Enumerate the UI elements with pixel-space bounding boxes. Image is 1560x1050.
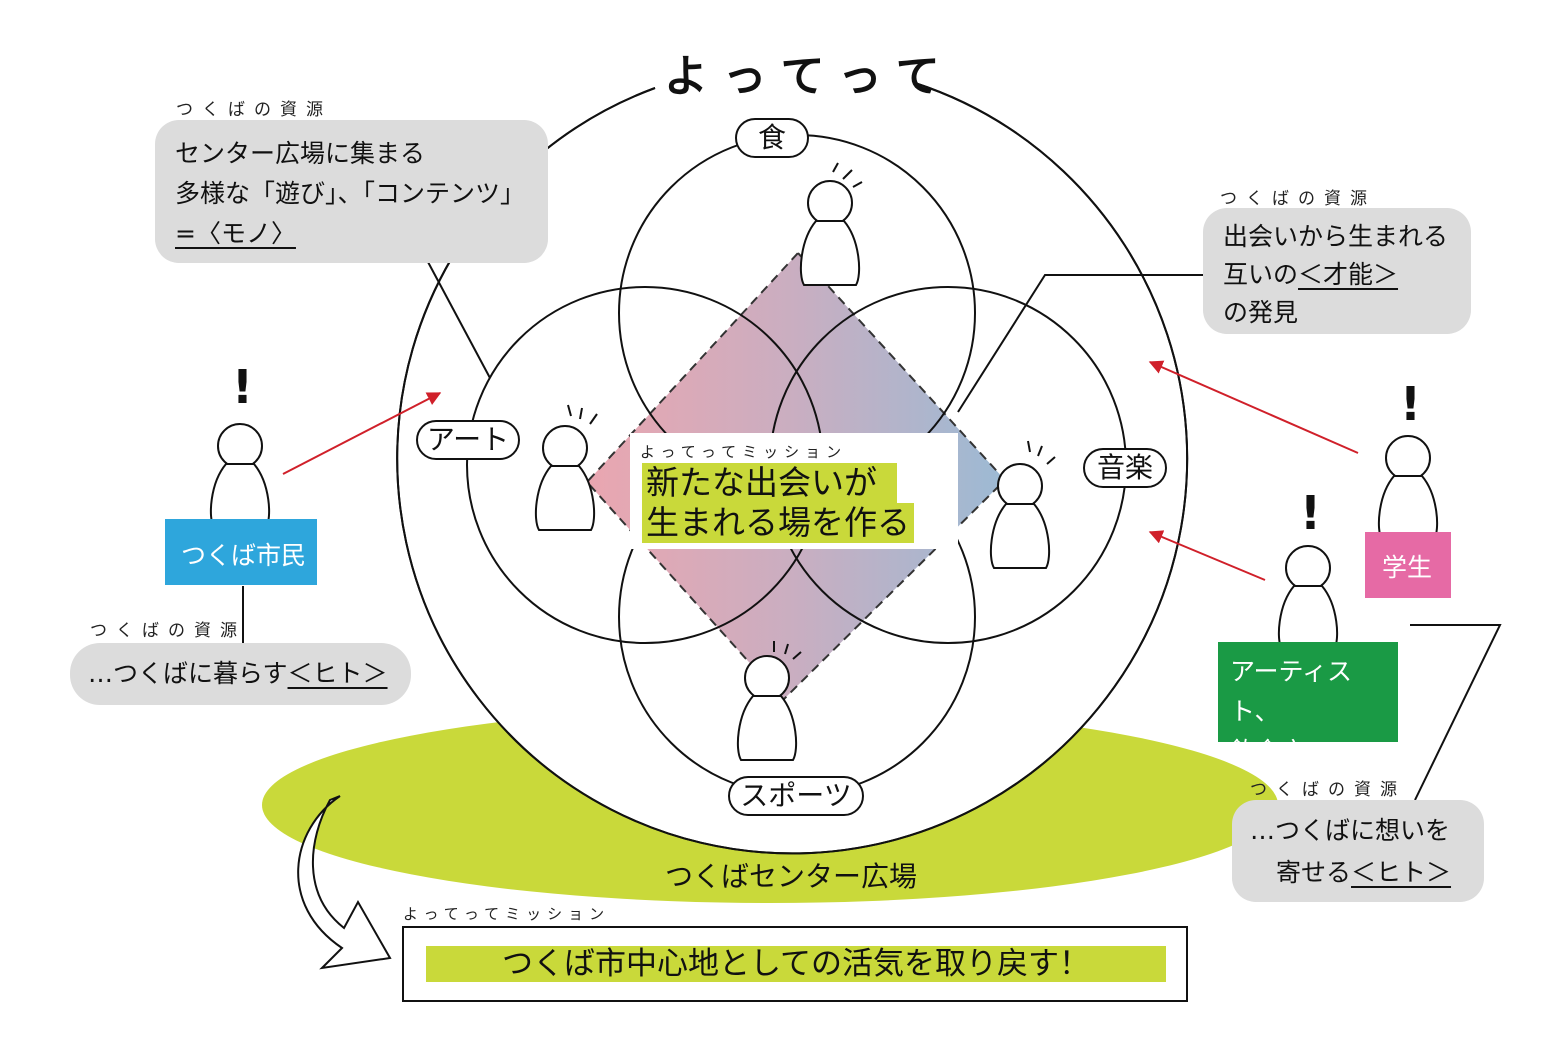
resource-label-things: つくばの資源	[176, 100, 332, 120]
bubble-artist-people: …つくばに想いを 寄せる＜ヒト＞	[1232, 800, 1484, 902]
tag-student-label: 学生	[1382, 553, 1433, 582]
talent-line3: の発見	[1223, 298, 1299, 327]
things-line2: 多様な「遊び」、「コンテンツ」	[175, 179, 526, 208]
tag-student: 学生	[1365, 532, 1451, 598]
mission-bottom-box: つくば市中心地としての活気を取り戻す！	[402, 926, 1188, 1002]
resource-label-citizen: つくばの資源	[90, 621, 246, 641]
mission-center-box: よってってミッション 新たな出会いが 生まれる場を作る	[630, 433, 958, 549]
tag-citizen-label: つくば市民	[181, 541, 307, 570]
excitement-marks	[567, 162, 1056, 660]
label-sports: スポーツ	[728, 776, 864, 816]
curved-arrow	[297, 795, 392, 970]
exclamation-citizen: !	[232, 360, 253, 414]
tag-citizen: つくば市民	[165, 519, 317, 585]
talent-keyword: ＜才能＞	[1298, 260, 1399, 289]
bubble-things: センター広場に集まる 多様な「遊び」、「コンテンツ」 =〈モノ〉	[155, 120, 548, 263]
plaza-label: つくばセンター広場	[665, 860, 918, 893]
mission-center-small: よってってミッション	[640, 443, 848, 461]
person-food	[799, 180, 861, 286]
label-music: 音楽	[1083, 448, 1167, 488]
exclamation-student: !	[1400, 377, 1421, 431]
arrow-citizen	[282, 392, 442, 475]
artist-people-line1: …つくばに想いを	[1250, 816, 1451, 845]
things-line3: =〈モノ〉	[175, 219, 296, 248]
person-artist	[1277, 545, 1339, 651]
artist-people-keyword: ＜ヒト＞	[1351, 858, 1452, 887]
bubble-talent: 出会いから生まれる 互いの＜才能＞ の発見	[1203, 208, 1471, 334]
person-student	[1377, 435, 1439, 541]
person-art	[534, 425, 596, 531]
exclamation-artist: !	[1300, 486, 1321, 540]
arrow-student	[1148, 360, 1359, 454]
connector-artist	[1410, 624, 1502, 801]
tag-artist: アーティスト、 飲食店	[1218, 642, 1398, 766]
resource-label-talent: つくばの資源	[1220, 189, 1376, 209]
citizen-people-keyword: ＜ヒト＞	[287, 659, 388, 688]
label-art: アート	[416, 420, 520, 460]
connector-talent	[957, 274, 1203, 413]
bubble-citizen-people: …つくばに暮らす＜ヒト＞	[70, 643, 411, 705]
mission-bottom-small: よってってミッション	[403, 905, 611, 923]
label-food: 食	[735, 118, 809, 158]
mission-center-line2: 生まれる場を作る	[642, 503, 914, 543]
talent-line2-prefix: 互いの	[1223, 260, 1299, 289]
artist-people-line2: 寄せる＜ヒト＞	[1250, 852, 1466, 894]
mission-bottom-text: つくば市中心地としての活気を取り戻す！	[426, 946, 1166, 982]
person-citizen	[209, 423, 271, 529]
citizen-people-prefix: …つくばに暮らす	[88, 659, 288, 688]
talent-line1: 出会いから生まれる	[1223, 222, 1449, 251]
artist-people-prefix: 寄せる	[1276, 858, 1352, 887]
resource-label-artist: つくばの資源	[1250, 780, 1406, 800]
connector-things	[427, 261, 491, 379]
arrow-artist	[1148, 530, 1266, 581]
tag-artist-line2: 飲食店	[1230, 737, 1306, 766]
diagram-title: よってって	[664, 51, 956, 102]
mission-center-line1: 新たな出会いが	[642, 463, 897, 503]
talent-line2: 互いの＜才能＞	[1223, 256, 1451, 294]
person-music	[989, 463, 1051, 569]
tag-artist-line1: アーティスト、	[1230, 657, 1353, 726]
things-line1: センター広場に集まる	[175, 139, 426, 168]
person-sports	[736, 655, 798, 761]
